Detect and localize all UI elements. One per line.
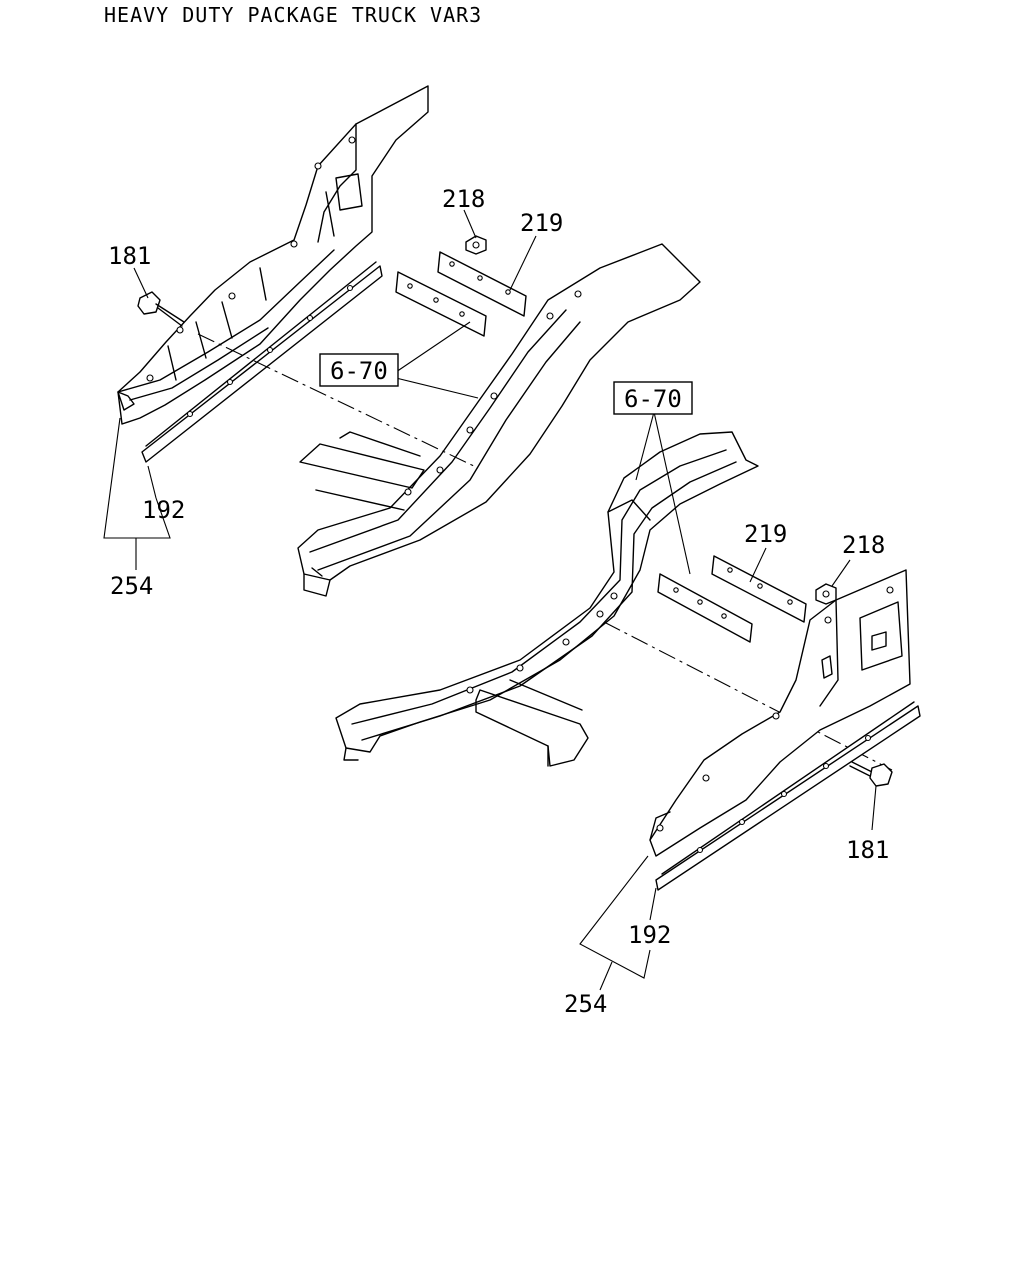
right-chassis-frame	[335, 431, 893, 771]
left-brackets	[395, 235, 527, 337]
callout-219-right: 219	[744, 520, 787, 548]
left-chassis-frame	[197, 243, 701, 597]
diagram-title: HEAVY DUTY PACKAGE TRUCK VAR3	[104, 3, 482, 27]
callout-218-right: 218	[842, 531, 885, 559]
ref-box-6-70-left	[319, 353, 399, 387]
callout-192-right: 192	[628, 921, 671, 949]
leader-lines	[103, 209, 877, 991]
callout-192-left: 192	[142, 496, 185, 524]
ref-box-6-70-right	[613, 381, 693, 415]
left-side-rail-assembly	[117, 85, 429, 463]
callout-6-70-right: 6-70	[624, 385, 682, 413]
right-callouts: 6-70 219 218 181 192 254	[564, 381, 889, 1018]
callout-181-left: 181	[108, 242, 151, 270]
right-brackets	[657, 555, 837, 643]
right-side-rail-assembly	[649, 569, 921, 891]
callout-254-left: 254	[110, 572, 153, 600]
callout-218-left: 218	[442, 185, 485, 213]
callout-6-70-left: 6-70	[330, 357, 388, 385]
callout-219-left: 219	[520, 209, 563, 237]
callout-181-right: 181	[846, 836, 889, 864]
callout-254-right: 254	[564, 990, 607, 1018]
left-callouts: 181 218 219 6-70 192 254	[108, 185, 563, 600]
